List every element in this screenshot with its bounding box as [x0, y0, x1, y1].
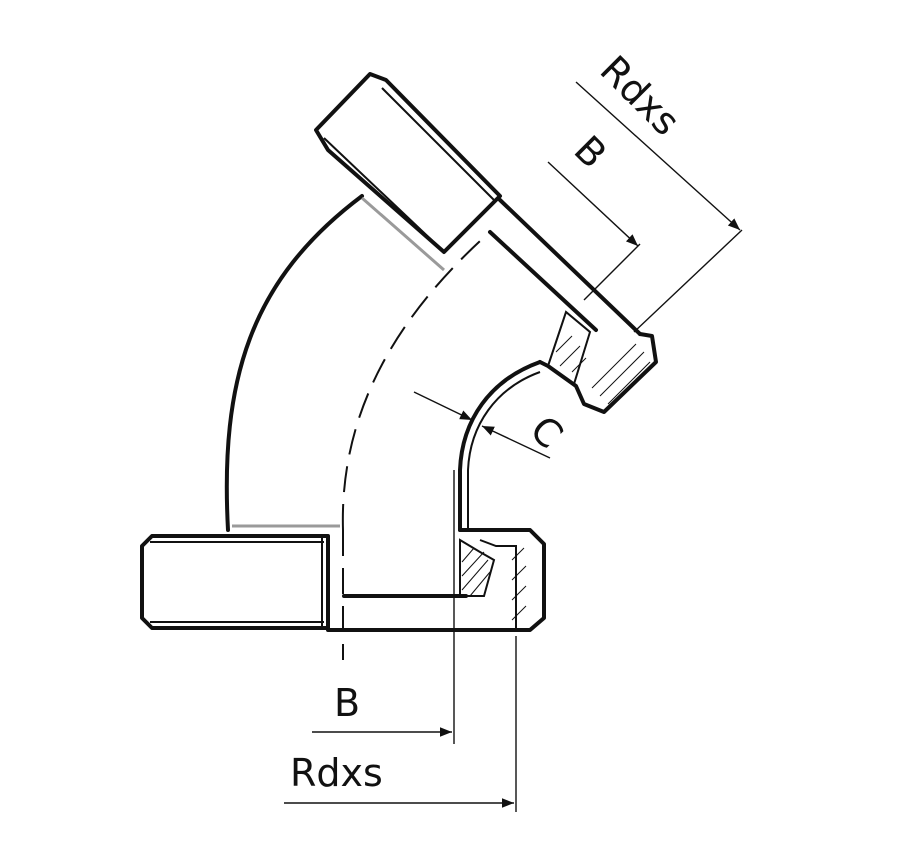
upper-seal-end: [538, 310, 658, 414]
dimension-lines: [284, 81, 743, 812]
top-rdxs-label: Rdxs: [592, 47, 689, 144]
bottom-thread-stub: [140, 534, 330, 630]
bottom-seal-end: [458, 528, 546, 632]
bottom-rdxs-label: Rdxs: [290, 751, 383, 795]
upper-thread-stub: [314, 72, 502, 254]
bottom-b-label: B: [334, 681, 360, 725]
top-b-label: B: [566, 127, 616, 177]
elbow-body: [224, 194, 642, 660]
c-label: C: [522, 407, 572, 457]
